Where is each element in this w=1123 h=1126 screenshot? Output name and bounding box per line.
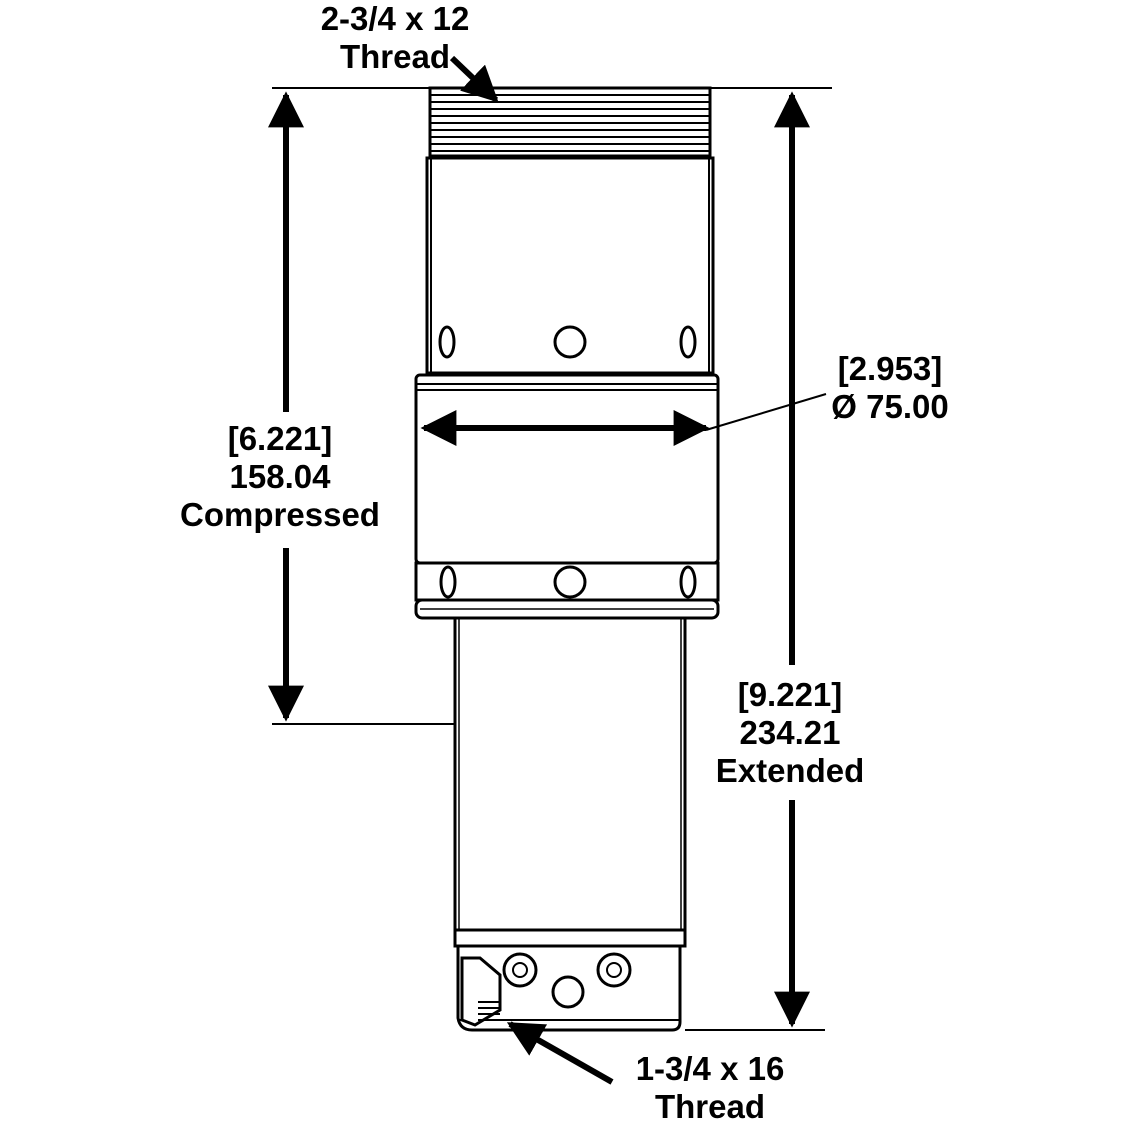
diameter-label: [2.953] Ø 75.00	[800, 350, 980, 426]
top-thread-word: Thread	[339, 38, 451, 75]
bottom-thread-word: Thread	[654, 1088, 766, 1125]
diameter-mm-value: Ø 75.00	[831, 388, 949, 425]
extended-length-label: [9.221] 234.21 Extended	[680, 676, 900, 790]
extended-inch-value: [9.221]	[737, 676, 843, 713]
lower-ring	[414, 561, 720, 620]
top-thread-label: 2-3/4 x 12 Thread	[250, 0, 540, 76]
diameter-leader	[705, 393, 827, 431]
extended-word: Extended	[715, 752, 865, 789]
compressed-inch-value: [6.221]	[227, 420, 333, 457]
compressed-length-label: [6.221] 158.04 Compressed	[140, 420, 420, 534]
top-thread-leader	[449, 55, 499, 103]
extended-mm-value: 234.21	[739, 714, 841, 751]
main-collar	[414, 373, 720, 565]
bottom-thread-spec: 1-3/4 x 16	[635, 1050, 785, 1087]
compressed-mm-value: 158.04	[229, 458, 331, 495]
upper-body	[425, 156, 715, 375]
top-thread-section	[428, 86, 712, 158]
bottom-end-cap	[453, 928, 687, 1032]
piston-rod	[453, 616, 687, 932]
top-thread-spec: 2-3/4 x 12	[320, 0, 470, 37]
bottom-thread-label: 1-3/4 x 16 Thread	[595, 1050, 825, 1126]
bottom-thread-leader	[506, 1021, 614, 1085]
compressed-word: Compressed	[180, 496, 380, 533]
diameter-inch-value: [2.953]	[837, 350, 943, 387]
